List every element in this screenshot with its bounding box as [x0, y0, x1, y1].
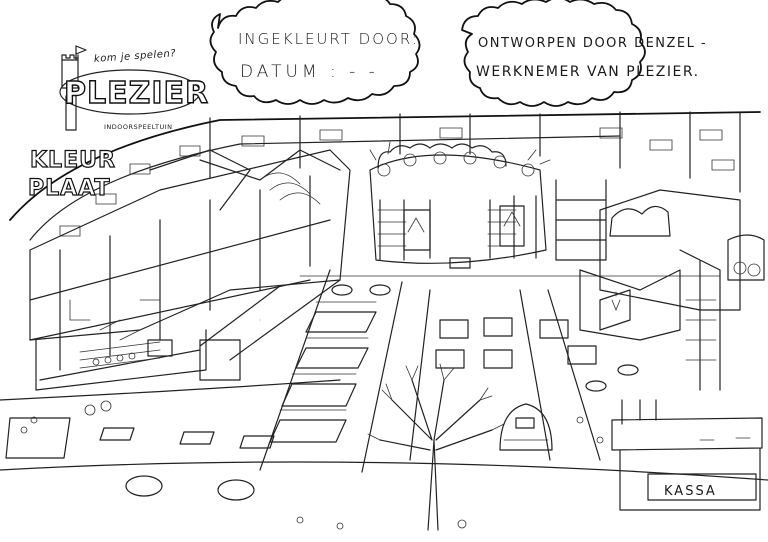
play-dome: [500, 404, 552, 450]
page-title-line1: KLEUR: [29, 147, 116, 173]
date-label: DATUM : - -: [240, 62, 379, 82]
tree-icon: [368, 364, 504, 530]
logo-wordmark: PLEZIER: [63, 75, 210, 111]
right-play-structures: [556, 180, 764, 390]
colored-by-label: INGEKLEURT DOOR:: [238, 30, 419, 48]
logo-subtitle: INDOORSPEELTUIN: [104, 123, 173, 131]
page-title-line2: PLAAT: [27, 175, 111, 201]
climbing-frame-left: [30, 150, 350, 390]
designed-by-label: ONTWORPEN DOOR DENZEL -: [478, 36, 708, 51]
logo-castle-icon: [60, 46, 200, 130]
bouncy-castle: [370, 142, 550, 268]
kassa-sign: KASSA: [664, 484, 717, 499]
designer-role-label: WERKNEMER VAN PLEZIER.: [476, 64, 700, 80]
tables-center: [270, 285, 638, 442]
kassa-counter: [612, 400, 762, 510]
floor-lines: [0, 270, 768, 480]
back-wall: [10, 112, 760, 240]
cloud-right-outline: [462, 0, 645, 106]
cloud-left-outline: [210, 0, 419, 104]
floor-dots: [21, 417, 603, 529]
tables-left: [6, 401, 274, 500]
